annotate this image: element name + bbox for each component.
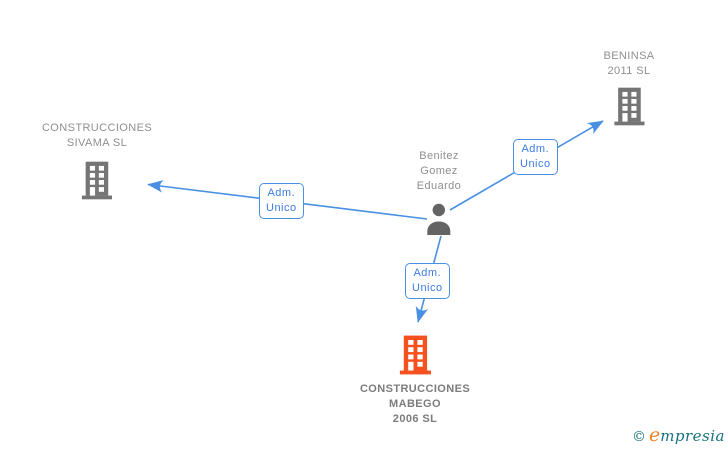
node-person-benitez-gomez-eduardo[interactable]: Benitez Gomez Eduardo <box>417 149 461 240</box>
node-beninsa[interactable]: BENINSA 2011 SL <box>603 49 654 131</box>
edge-label-adm-unico-mabego[interactable]: Adm. Unico <box>405 263 450 299</box>
node-label: CONSTRUCCIONES MABEGO 2006 SL <box>359 383 471 425</box>
node-construcciones-sivama[interactable]: CONSTRUCCIONES SIVAMA SL <box>42 121 152 205</box>
building-icon <box>613 87 645 131</box>
building-icon-highlighted <box>398 335 431 380</box>
node-label: Benitez Gomez Eduardo <box>416 150 462 192</box>
building-icon <box>81 161 113 205</box>
empresia-logo[interactable]: ©empresia <box>631 424 725 446</box>
node-label: CONSTRUCCIONES SIVAMA SL <box>41 122 153 149</box>
edge-label-adm-unico-sivama[interactable]: Adm. Unico <box>259 183 304 219</box>
person-icon <box>424 203 454 240</box>
edge-label-adm-unico-beninsa[interactable]: Adm. Unico <box>513 139 558 175</box>
node-label: BENINSA 2011 SL <box>603 50 655 77</box>
node-construcciones-mabego[interactable]: CONSTRUCCIONES MABEGO 2006 SL <box>360 335 470 427</box>
copyright-icon: © <box>631 429 646 445</box>
